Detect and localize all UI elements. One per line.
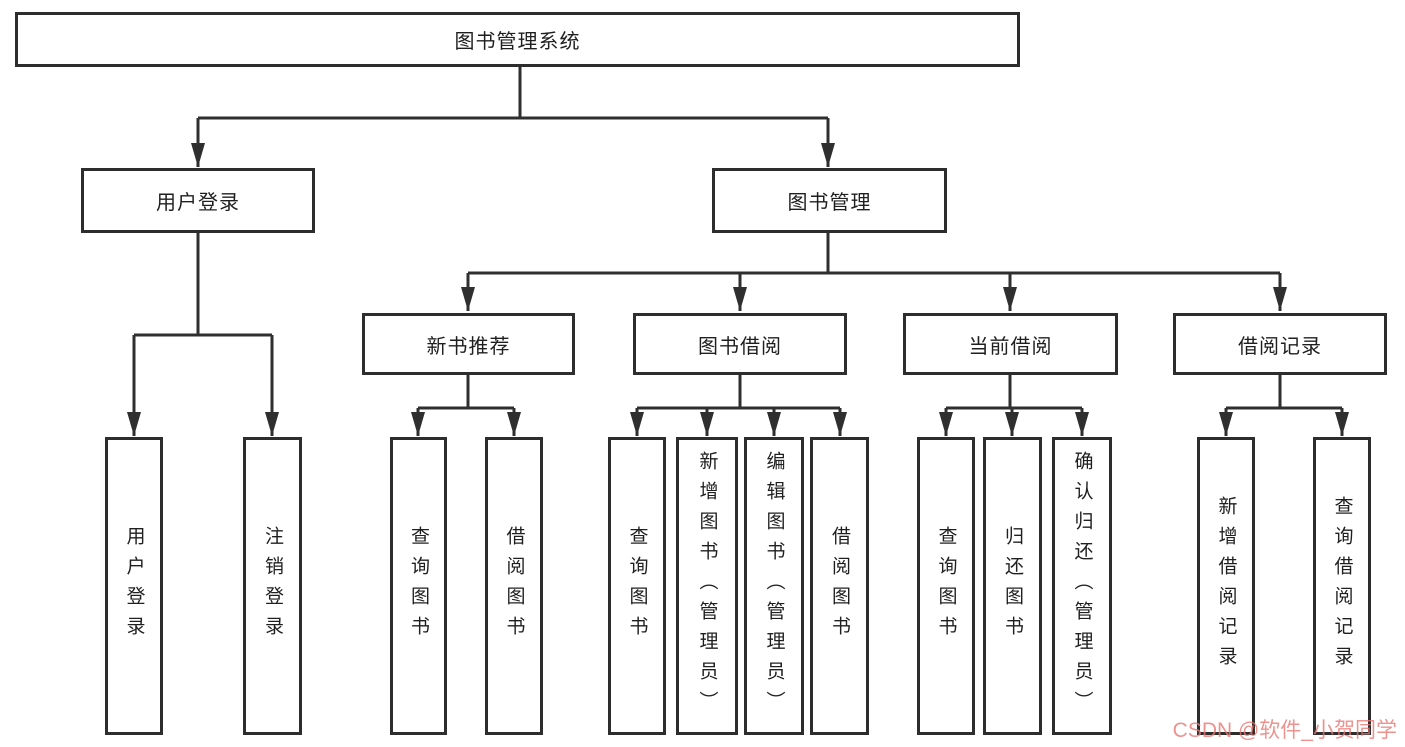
leaf-confirm-return-admin-label: 确认归还（管理员） [1071,451,1093,721]
csdn-watermark: CSDN @软件_小贺同学 [1172,719,1397,742]
connector-current-borrow-trunk [946,375,1082,410]
connector-borrow-record-trunk [1226,375,1342,410]
node-book-management: 图书管理 [712,168,947,233]
node-user-login: 用户登录 [81,168,315,233]
leaf-borrow-books: 借阅图书 [810,437,869,735]
connector-new-book-rec-trunk [418,375,514,410]
connector-user-login-trunk [134,233,272,337]
leaf-edit-books-admin-label: 编辑图书（管理员） [763,451,785,721]
leaf-query-borrow-record-label: 查询借阅记录 [1331,496,1353,676]
leaf-return-books: 归还图书 [983,437,1042,735]
node-current-borrow: 当前借阅 [903,313,1118,375]
connector-book-mgmt-trunk [468,233,1280,275]
leaf-user-login: 用户登录 [105,437,163,735]
connector-book-borrow-trunk [637,375,840,410]
node-current-borrow-label: 当前借阅 [968,335,1053,358]
leaf-borrow-query-books: 查询图书 [608,437,666,735]
node-borrow-record-label: 借阅记录 [1238,335,1322,358]
leaf-current-query-books: 查询图书 [917,437,975,735]
leaf-recommend-query-books-label: 查询图书 [408,526,429,646]
node-root: 图书管理系统 [15,12,1020,67]
leaf-borrow-query-books-label: 查询图书 [626,526,648,646]
leaf-logout-label: 注销登录 [262,526,283,646]
leaf-add-books-admin-label: 新增图书（管理员） [696,451,718,721]
node-borrow-record: 借阅记录 [1173,313,1387,375]
leaf-recommend-borrow-books-label: 借阅图书 [503,526,525,646]
leaf-recommend-borrow-books: 借阅图书 [485,437,543,735]
node-book-borrow-label: 图书借阅 [698,335,782,358]
leaf-user-login-label: 用户登录 [123,526,145,646]
leaf-recommend-query-books: 查询图书 [390,437,447,735]
node-book-management-label: 图书管理 [787,192,872,214]
node-new-book-recommend: 新书推荐 [362,313,575,375]
leaf-confirm-return-admin: 确认归还（管理员） [1052,437,1112,735]
node-root-label: 图书管理系统 [454,31,581,53]
leaf-logout: 注销登录 [243,437,302,735]
node-book-borrow: 图书借阅 [633,313,847,375]
leaf-query-borrow-record: 查询借阅记录 [1313,437,1371,735]
leaf-return-books-label: 归还图书 [1002,526,1023,646]
leaf-current-query-books-label: 查询图书 [935,526,957,646]
leaf-edit-books-admin: 编辑图书（管理员） [744,437,804,735]
node-new-book-recommend-label: 新书推荐 [426,335,511,358]
leaf-borrow-books-label: 借阅图书 [829,526,850,646]
leaf-add-books-admin: 新增图书（管理员） [676,437,738,735]
node-user-login-label: 用户登录 [156,192,240,214]
connector-root-trunk [198,67,828,120]
leaf-add-borrow-record-label: 新增借阅记录 [1215,496,1237,676]
leaf-add-borrow-record: 新增借阅记录 [1197,437,1255,735]
